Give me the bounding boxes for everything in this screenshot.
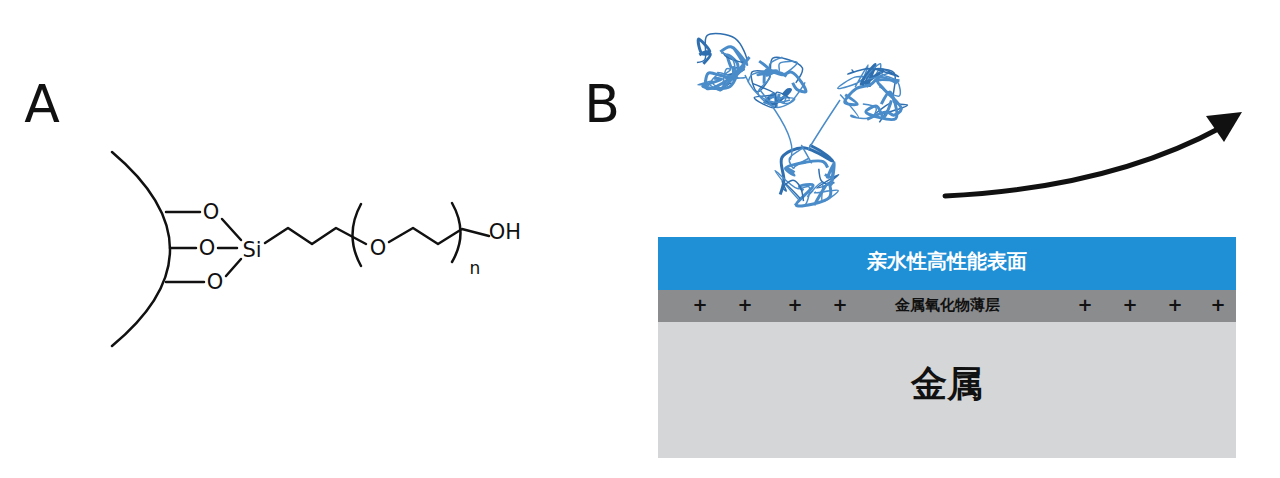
panel-letter: A <box>24 78 60 130</box>
surface-layer: 亲水性高性能表面 <box>658 237 1236 290</box>
atom-label: Si <box>242 240 261 261</box>
atom-label: O <box>199 238 216 259</box>
charge-sign: + <box>832 296 847 314</box>
ribbon <box>796 184 831 206</box>
charge-sign: + <box>1122 296 1137 314</box>
panel-letter: B <box>584 78 620 130</box>
metal-block: 金属 <box>658 322 1236 458</box>
bond <box>170 247 196 250</box>
bond <box>226 259 241 276</box>
atom-label: OH <box>489 222 521 243</box>
bracket <box>452 203 461 262</box>
subscript: n <box>470 260 481 277</box>
bond <box>265 228 366 244</box>
charge-sign: + <box>1167 296 1182 314</box>
layer-label: 金属 <box>911 362 983 405</box>
ribbon <box>721 53 735 86</box>
atom-label: O <box>207 272 224 293</box>
ribbon <box>785 161 827 175</box>
bond <box>166 281 204 284</box>
charge-sign: + <box>692 296 707 314</box>
ribbon <box>775 171 810 206</box>
arrowhead <box>1206 112 1242 142</box>
linker <box>745 75 840 160</box>
protein-illustration <box>697 34 908 206</box>
ribbon <box>807 183 838 202</box>
charge-sign: + <box>737 296 752 314</box>
chemical-structure <box>112 152 489 346</box>
atom-label: O <box>370 238 387 259</box>
atom-label: O <box>203 202 220 223</box>
bond <box>218 247 237 250</box>
charge-sign: + <box>1210 296 1225 314</box>
bracket <box>353 204 362 266</box>
bond <box>166 211 200 214</box>
bond <box>389 228 489 244</box>
particle-surface <box>112 152 170 346</box>
layer-label: 金属氧化物薄层 <box>895 296 1000 314</box>
ribbon <box>779 83 805 104</box>
ribbon <box>782 180 803 201</box>
ribbon <box>764 70 806 92</box>
bond <box>222 219 241 240</box>
ribbon <box>840 94 876 118</box>
charge-sign: + <box>1077 296 1092 314</box>
ribbon <box>848 68 899 85</box>
ribbon <box>697 34 747 63</box>
arrow <box>945 127 1222 196</box>
charge-sign: + <box>787 296 802 314</box>
layer-label: 亲水性高性能表面 <box>867 249 1027 273</box>
